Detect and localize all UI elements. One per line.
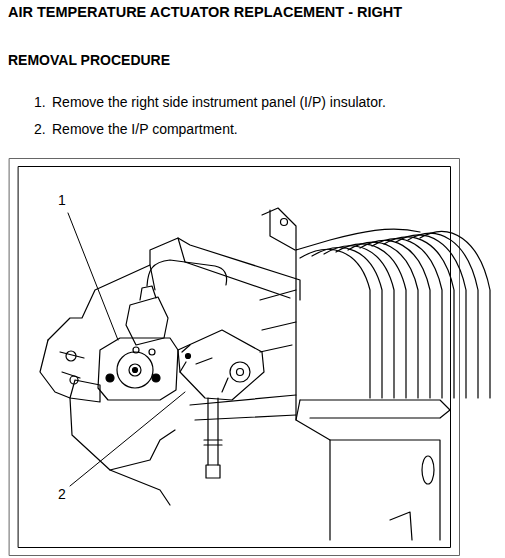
step-text: Remove the right side instrument panel (… [52, 94, 386, 110]
housing-edge [190, 395, 296, 420]
callout-number: 1 [58, 192, 66, 208]
figure-frame [19, 167, 451, 548]
aspirator-tube [204, 440, 222, 478]
screw [106, 374, 114, 382]
aspirator-tube [208, 398, 218, 465]
actuator-body [98, 338, 178, 400]
housing-hole [70, 376, 78, 384]
leader-line [68, 213, 118, 340]
page-title: AIR TEMPERATURE ACTUATOR REPLACEMENT - R… [8, 4, 402, 20]
duct-rib [348, 242, 418, 398]
actuator-wire [147, 260, 227, 286]
housing-outline [40, 340, 170, 505]
duct-bracket [270, 210, 295, 250]
duct-rib [300, 249, 370, 398]
duct-rib [384, 237, 454, 398]
screw [149, 349, 155, 355]
leader-line [70, 392, 185, 486]
duct-edge [260, 290, 296, 330]
air-temperature-actuator [178, 330, 264, 400]
duct-outline [296, 250, 450, 540]
step-text: Remove the I/P compartment. [52, 121, 238, 137]
actuator-crank [117, 352, 153, 388]
duct-edge [390, 512, 412, 540]
duct-rib [420, 231, 490, 398]
actuator-arm [260, 345, 292, 352]
duct-ribs [300, 231, 490, 398]
figure-frame [10, 159, 460, 556]
step-number: 1. [34, 94, 46, 110]
duct-rib [396, 235, 466, 398]
bracket-hole [281, 219, 288, 226]
section-heading: REMOVAL PROCEDURE [8, 52, 170, 68]
actuator-shaft [133, 368, 138, 373]
housing-edge [110, 430, 175, 470]
screw [133, 347, 139, 353]
housing-hole [66, 351, 76, 361]
duct-rib [312, 248, 382, 398]
duct-rib [336, 244, 406, 398]
callout-number: 2 [58, 486, 66, 502]
housing-outline [48, 238, 300, 340]
duct-outline [296, 400, 440, 540]
screw [186, 354, 191, 359]
actuator-shaft [129, 364, 141, 376]
duct-rib [324, 246, 394, 398]
actuator-detail [196, 358, 228, 392]
actuator-gear [230, 362, 250, 382]
duct-rib [360, 241, 430, 398]
housing-detail [60, 352, 84, 378]
duct-outline [262, 208, 420, 250]
duct-edge [310, 410, 450, 418]
duct-slot [422, 456, 434, 484]
duct-rib [408, 233, 478, 398]
step-number: 2. [34, 121, 46, 137]
duct-rib [372, 239, 442, 398]
actuator-connector [140, 286, 156, 300]
actuator-edge [180, 345, 190, 372]
housing-outline [70, 380, 100, 402]
actuator-gear [237, 369, 244, 376]
screw [152, 374, 160, 382]
